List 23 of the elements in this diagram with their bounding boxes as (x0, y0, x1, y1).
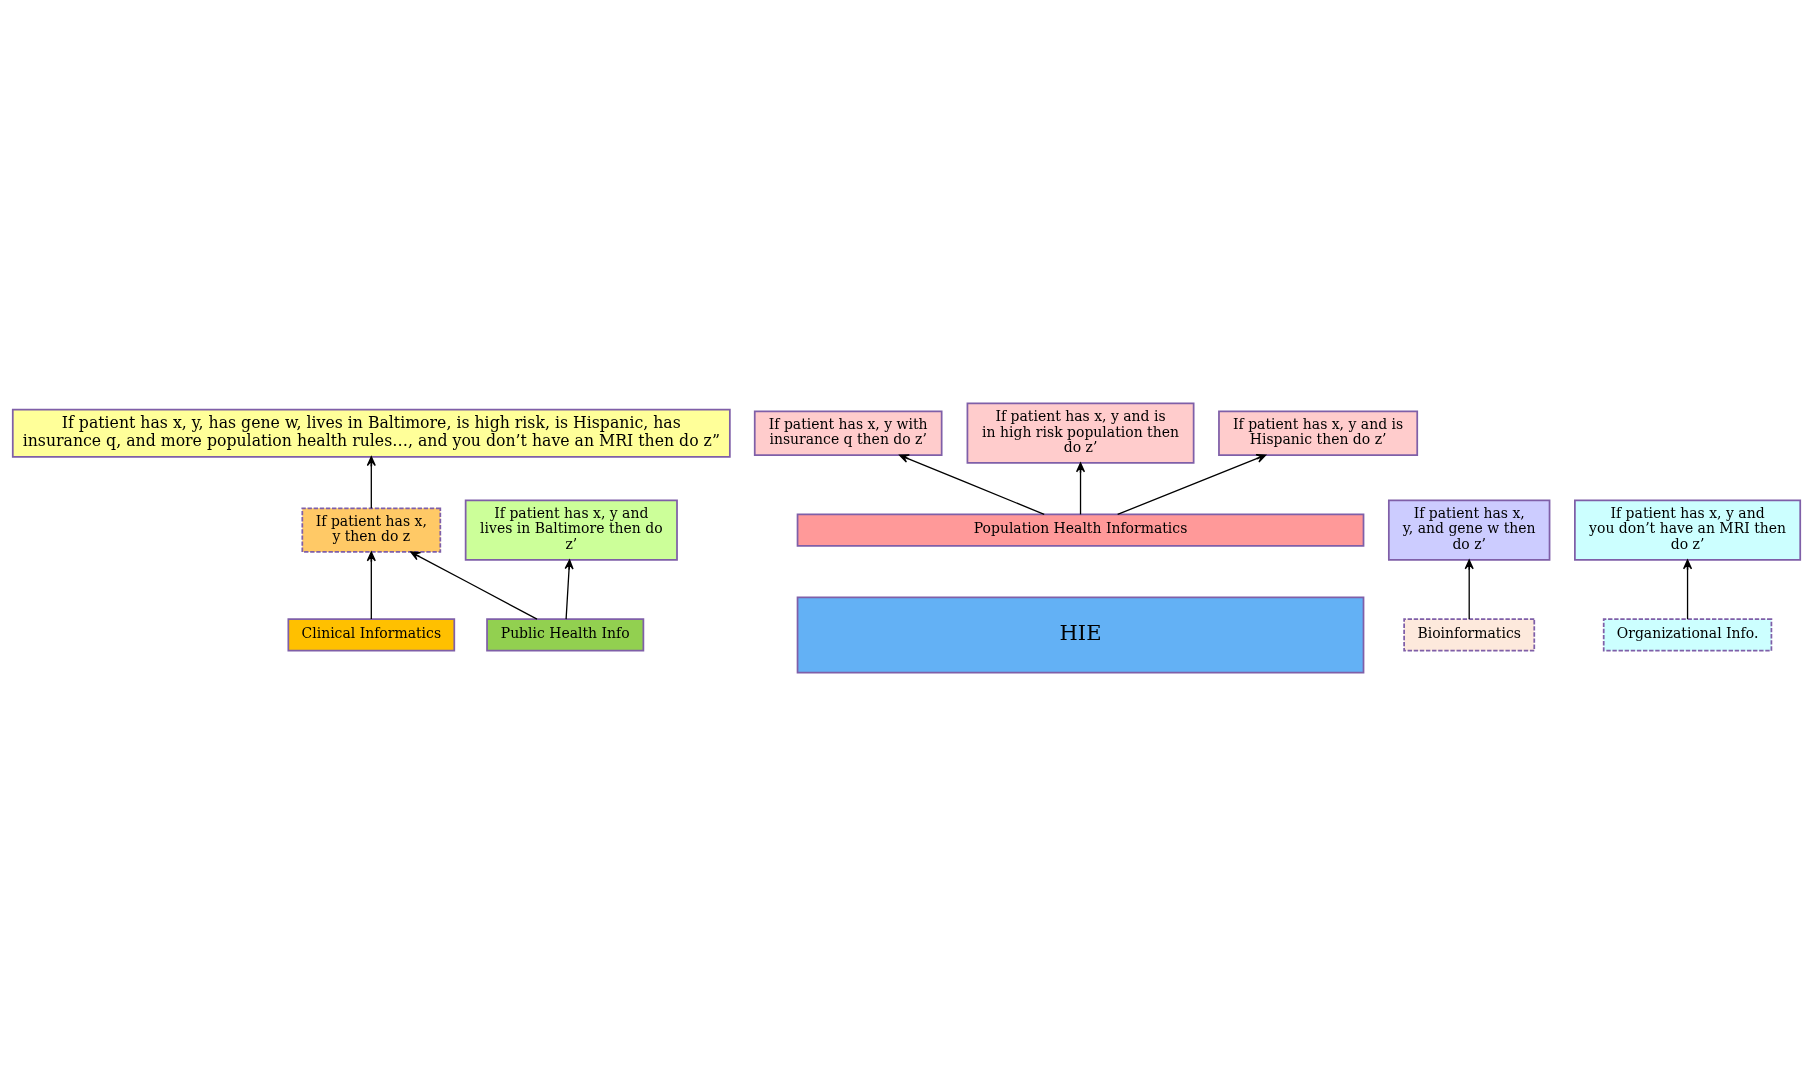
node-box: Population Health Informatics (796, 513, 1365, 547)
node-box: Public Health Info (486, 618, 645, 652)
node-box: If patient has x, y, and gene w then do z’ (1387, 499, 1551, 561)
arrow (1682, 559, 1693, 620)
node-box: If patient has x, y and is in high risk population then do z’ (966, 402, 1195, 464)
arrow (1464, 559, 1474, 620)
arrow (1117, 454, 1267, 516)
node-box: If patient has x, y and you don’t have an MRI then do z’ (1574, 499, 1802, 561)
arrow (899, 454, 1045, 516)
node-box: If patient has x, y then do z (301, 507, 442, 553)
arrow (410, 551, 538, 620)
node-box: Bioinformatics (1403, 618, 1536, 652)
arrow (366, 551, 376, 620)
node-box: HIE (796, 596, 1365, 674)
node-box: If patient has x, y, has gene w, lives in Baltimore, is high risk, is Hispanic, has insurance q, and more population health rules…, and you don’t have an MRI then do z” (11, 408, 731, 458)
node-box: Clinical Informatics (287, 618, 456, 652)
node-box: If patient has x, y and lives in Baltimore then do z’ (464, 499, 678, 561)
node-box: If patient has x, y and is Hispanic then do z’ (1218, 410, 1419, 456)
arrow (564, 559, 574, 620)
node-box: Organizational Info. (1602, 618, 1773, 652)
arrow (366, 456, 376, 509)
arrow (1075, 462, 1086, 516)
node-box: If patient has x, y with insurance q then do z’ (753, 410, 943, 456)
